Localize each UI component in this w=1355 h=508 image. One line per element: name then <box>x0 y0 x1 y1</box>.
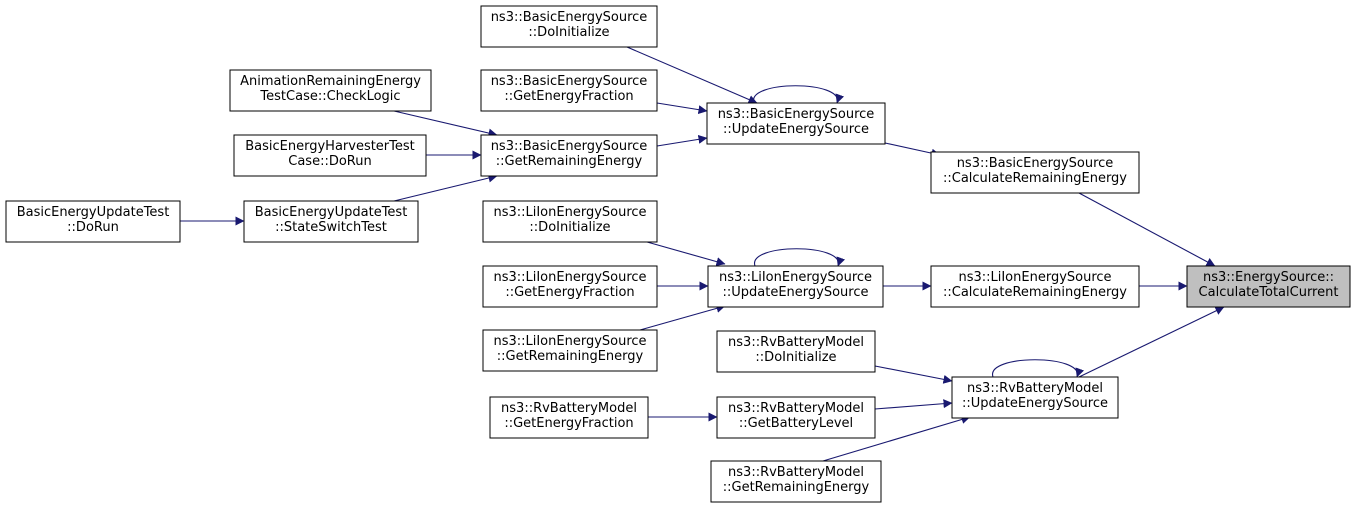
call-edge-basic-energy-source-calculate-remaining-energy-to-energy-source-calculate-total-current <box>1078 192 1216 267</box>
node-box <box>243 200 419 243</box>
node-label-line: BasicEnergyHarvesterTest <box>245 139 415 154</box>
node-box <box>480 134 658 177</box>
node-box <box>1186 265 1351 308</box>
node-label-line: ns3::BasicEnergySource <box>957 156 1114 171</box>
node-label-line: ns3::RvBatteryModel <box>728 465 864 480</box>
node-basic-energy-update-test-state-switch-test[interactable]: BasicEnergyUpdateTest::StateSwitchTest <box>243 200 419 243</box>
call-edge-basic-energy-source-get-energy-fraction-to-basic-energy-source-update-energy-source <box>656 102 708 115</box>
node-label-line: ns3::BasicEnergySource <box>718 107 875 122</box>
edges-layer <box>180 46 1225 462</box>
node-rv-battery-model-get-energy-fraction[interactable]: ns3::RvBatteryModel::GetEnergyFraction <box>489 396 649 439</box>
node-label-line: ns3::LiIonEnergySource <box>493 270 646 285</box>
self-call-edge-rv-battery-model-update-energy-source <box>992 359 1085 378</box>
call-edge-animation-remaining-energy-test-case-check-logic-to-basic-energy-source-get-remaining-energy <box>393 110 498 138</box>
node-label-line: TestCase::CheckLogic <box>259 89 400 104</box>
node-basic-energy-update-test-do-run[interactable]: BasicEnergyUpdateTest::DoRun <box>5 200 181 243</box>
self-call-edge-liion-energy-source-update-energy-source <box>754 248 846 267</box>
node-box <box>233 134 427 177</box>
node-label-line: BasicEnergyUpdateTest <box>255 205 408 220</box>
node-box <box>489 396 649 439</box>
call-edge-liion-energy-source-do-initialize-to-liion-energy-source-update-energy-source <box>639 239 726 267</box>
node-label-line: ::StateSwitchTest <box>275 220 387 235</box>
node-label-line: ns3::BasicEnergySource <box>491 139 648 154</box>
call-edge-liion-energy-source-get-remaining-energy-to-liion-energy-source-update-energy-source <box>639 303 726 331</box>
call-edge-basic-energy-source-get-remaining-energy-to-basic-energy-source-update-energy-source <box>656 134 708 147</box>
node-label-line: ns3::BasicEnergySource <box>491 10 648 25</box>
node-label-line: ::GetEnergyFraction <box>504 416 633 431</box>
node-rv-battery-model-update-energy-source[interactable]: ns3::RvBatteryModel::UpdateEnergySource <box>951 376 1119 419</box>
node-label-line: ns3::RvBatteryModel <box>967 381 1103 396</box>
node-label-line: ns3::LiIonEnergySource <box>493 205 646 220</box>
node-box <box>706 102 886 145</box>
node-label-line: ns3::RvBatteryModel <box>728 401 864 416</box>
call-edge-basic-energy-update-test-state-switch-test-to-basic-energy-source-get-remaining-energy <box>393 173 498 202</box>
node-box <box>930 151 1140 194</box>
node-box <box>480 69 658 112</box>
node-label-line: ::UpdateEnergySource <box>723 122 869 137</box>
node-label-line: ::GetEnergyFraction <box>505 285 634 300</box>
call-edge-basic-energy-source-do-initialize-to-basic-energy-source-update-energy-source <box>626 46 758 104</box>
node-label-line: ns3::LiIonEnergySource <box>958 270 1111 285</box>
call-edge-rv-battery-model-get-battery-level-to-rv-battery-model-update-energy-source <box>874 399 953 410</box>
node-box <box>5 200 181 243</box>
node-label-line: ns3::RvBatteryModel <box>501 401 637 416</box>
node-basic-energy-source-get-energy-fraction[interactable]: ns3::BasicEnergySource::GetEnergyFractio… <box>480 69 658 112</box>
node-label-line: ::DoInitialize <box>528 25 609 40</box>
node-label-line: ns3::BasicEnergySource <box>491 74 648 89</box>
node-label-line: AnimationRemainingEnergy <box>240 74 421 89</box>
node-liion-energy-source-get-remaining-energy[interactable]: ns3::LiIonEnergySource::GetRemainingEner… <box>482 329 658 372</box>
node-animation-remaining-energy-test-case-check-logic[interactable]: AnimationRemainingEnergyTestCase::CheckL… <box>229 69 432 112</box>
node-label-line: ::GetEnergyFraction <box>504 89 633 104</box>
node-label-line: CalculateTotalCurrent <box>1199 285 1339 300</box>
node-basic-energy-source-calculate-remaining-energy[interactable]: ns3::BasicEnergySource::CalculateRemaini… <box>930 151 1140 194</box>
node-box <box>710 460 882 503</box>
node-energy-source-calculate-total-current: ns3::EnergySource::CalculateTotalCurrent <box>1186 265 1351 308</box>
node-label-line: ::DoRun <box>67 220 119 235</box>
node-label-line: ns3::LiIonEnergySource <box>493 334 646 349</box>
node-label-line: ns3::LiIonEnergySource <box>719 270 872 285</box>
call-edge-rv-battery-model-get-remaining-energy-to-rv-battery-model-update-energy-source <box>822 415 971 462</box>
node-label-line: ::GetRemainingEnergy <box>496 154 643 169</box>
node-box <box>482 329 658 372</box>
node-label-line: ::UpdateEnergySource <box>962 396 1108 411</box>
node-liion-energy-source-update-energy-source[interactable]: ns3::LiIonEnergySource::UpdateEnergySour… <box>707 265 884 308</box>
node-box <box>229 69 432 112</box>
self-call-edge-basic-energy-source-update-energy-source <box>753 85 845 104</box>
node-label-line: ::GetBatteryLevel <box>739 416 853 431</box>
call-edge-rv-battery-model-update-energy-source-to-energy-source-calculate-total-current <box>1078 306 1225 378</box>
node-rv-battery-model-get-remaining-energy[interactable]: ns3::RvBatteryModel::GetRemainingEnergy <box>710 460 882 503</box>
node-label-line: ::CalculateRemainingEnergy <box>943 171 1127 186</box>
node-label-line: ::UpdateEnergySource <box>722 285 868 300</box>
node-box <box>480 5 658 48</box>
call-edge-rv-battery-model-do-initialize-to-rv-battery-model-update-energy-source <box>874 365 953 384</box>
node-box <box>951 376 1119 419</box>
node-label-line: ::CalculateRemainingEnergy <box>943 285 1127 300</box>
node-label-line: Case::DoRun <box>288 154 371 169</box>
node-basic-energy-source-update-energy-source[interactable]: ns3::BasicEnergySource::UpdateEnergySour… <box>706 102 886 145</box>
node-box <box>716 330 876 373</box>
nodes-layer: ns3::EnergySource::CalculateTotalCurrent… <box>5 5 1351 503</box>
node-rv-battery-model-do-initialize[interactable]: ns3::RvBatteryModel::DoInitialize <box>716 330 876 373</box>
node-box <box>482 200 658 243</box>
node-liion-energy-source-get-energy-fraction[interactable]: ns3::LiIonEnergySource::GetEnergyFractio… <box>482 265 658 308</box>
node-basic-energy-source-do-initialize[interactable]: ns3::BasicEnergySource::DoInitialize <box>480 5 658 48</box>
node-label-line: ::GetRemainingEnergy <box>723 480 870 495</box>
node-basic-energy-source-get-remaining-energy[interactable]: ns3::BasicEnergySource::GetRemainingEner… <box>480 134 658 177</box>
node-label-line: ns3::EnergySource:: <box>1203 270 1334 285</box>
node-box <box>482 265 658 308</box>
node-label-line: ns3::RvBatteryModel <box>728 335 864 350</box>
node-label-line: ::DoInitialize <box>529 220 610 235</box>
node-rv-battery-model-get-battery-level[interactable]: ns3::RvBatteryModel::GetBatteryLevel <box>716 396 876 439</box>
node-label-line: ::DoInitialize <box>755 350 836 365</box>
node-liion-energy-source-calculate-remaining-energy[interactable]: ns3::LiIonEnergySource::CalculateRemaini… <box>930 265 1140 308</box>
node-label-line: BasicEnergyUpdateTest <box>17 205 170 220</box>
node-liion-energy-source-do-initialize[interactable]: ns3::LiIonEnergySource::DoInitialize <box>482 200 658 243</box>
node-box <box>930 265 1140 308</box>
node-label-line: ::GetRemainingEnergy <box>497 349 644 364</box>
node-box <box>707 265 884 308</box>
node-box <box>716 396 876 439</box>
